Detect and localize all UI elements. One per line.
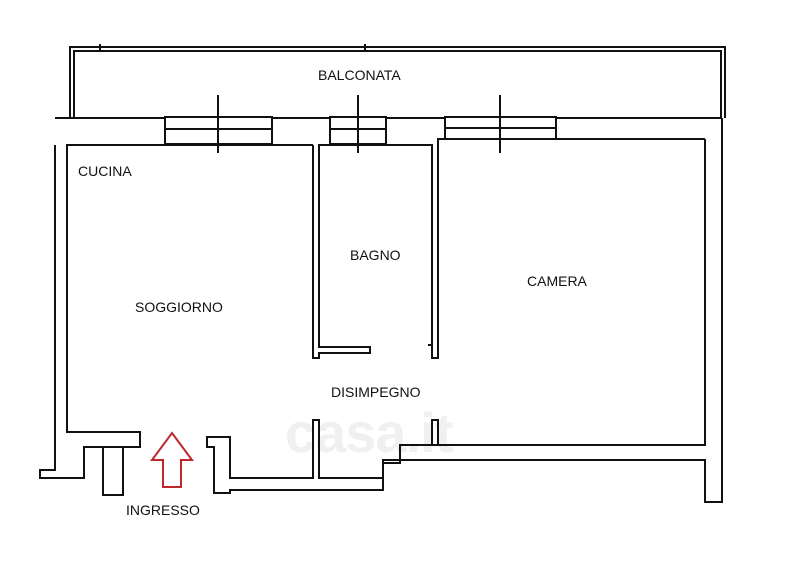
balcony-railing [69,44,726,118]
partition-bagno-left [312,138,705,359]
right-wall [206,118,723,503]
room-label-living: SOGGIORNO [135,299,223,315]
partition-stub-right [431,419,439,445]
entrance-arrow [150,431,194,488]
room-label-hallway: DISIMPEGNO [331,384,421,400]
room-label-bathroom: BAGNO [350,247,401,263]
window-camera [444,95,557,153]
left-wall [39,144,313,496]
room-label-bedroom: CAMERA [527,273,587,289]
room-label-balcony: BALCONATA [318,67,401,83]
room-label-entrance: INGRESSO [126,502,200,518]
room-label-kitchen: CUCINA [78,163,132,179]
